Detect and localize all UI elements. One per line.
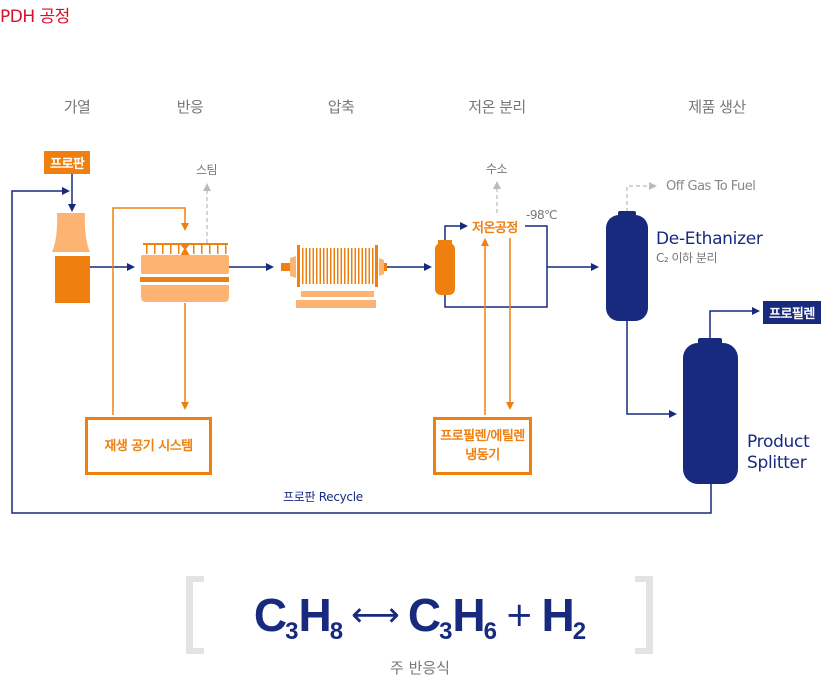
steam-label: 스팀	[196, 163, 218, 177]
reactant-h-count: 8	[329, 618, 344, 645]
product-splitter-label: Product Splitter	[747, 432, 810, 474]
propane-recycle-label: 프로판 Recycle	[283, 490, 363, 504]
regen-loop-in	[112, 207, 189, 415]
reaction-equation: C3H8 ⟷ C3H6 + H2	[0, 585, 840, 645]
cold-process-label: 저온공정	[472, 221, 518, 236]
grey-dashed-lines	[203, 181, 657, 243]
reactant-c: C	[253, 589, 287, 641]
reactant-c-count: 3	[285, 618, 299, 645]
product-propylene: C3H6	[407, 588, 498, 645]
heater-icon	[52, 213, 90, 303]
product-hydrogen: H2	[541, 588, 587, 645]
deethanizer-to-splitter	[626, 320, 677, 418]
reactor-icon	[140, 243, 229, 302]
product2-h-count: 2	[572, 618, 587, 645]
compressor-icon	[281, 245, 387, 308]
drum-to-cold	[444, 222, 468, 245]
stage-cryogenic-separation: 저온 분리	[468, 98, 526, 116]
product1-h-count: 6	[483, 618, 498, 645]
flash-drum-icon	[435, 240, 455, 295]
stage-compression: 압축	[327, 98, 355, 116]
regen-air-system-label: 재생 공기 시스템	[104, 438, 193, 454]
reaction-caption: 주 반응식	[390, 659, 450, 677]
stage-heating: 가열	[63, 98, 91, 116]
splitter-label-line2: Splitter	[747, 453, 807, 473]
product-splitter-icon	[683, 338, 738, 484]
splitter-label-line1: Product	[747, 432, 810, 452]
plus-sign: +	[505, 595, 534, 635]
de-ethanizer-label: De-Ethanizer	[656, 229, 763, 249]
off-gas-label: Off Gas To Fuel	[666, 179, 756, 194]
de-ethanizer-icon	[606, 211, 648, 321]
temperature-label: -98℃	[526, 208, 558, 222]
orange-flow-lines	[112, 207, 514, 415]
stage-product: 제품 생산	[688, 98, 746, 116]
product2-h: H	[541, 589, 575, 641]
de-ethanizer-sublabel: C₂ 이하 분리	[656, 251, 717, 265]
propylene-product-tag: 프로필렌	[763, 301, 821, 324]
splitter-to-product	[709, 307, 760, 340]
product1-h: H	[452, 589, 485, 641]
page-title: PDH 공정	[0, 7, 70, 27]
reactant-propane: C3H8	[253, 588, 344, 645]
reactant-h: H	[298, 589, 331, 641]
reaction-brackets	[186, 576, 653, 654]
product1-c: C	[407, 589, 441, 641]
refrigeration-box: 프로필렌/에틸렌 냉동기	[433, 417, 532, 475]
refrig-label-line1: 프로필렌/에틸렌	[440, 429, 525, 444]
recycle-line	[11, 187, 712, 514]
navy-flow-lines	[11, 172, 760, 514]
product1-c-count: 3	[439, 618, 453, 645]
regen-air-system-box: 재생 공기 시스템	[85, 417, 212, 475]
hydrogen-label: 수소	[486, 162, 508, 176]
cold-loop	[444, 225, 548, 308]
equilibrium-arrow-icon: ⟷	[351, 595, 400, 635]
stage-reaction: 반응	[176, 98, 204, 116]
off-gas-vent	[626, 182, 657, 212]
refrig-label-line2: 냉동기	[465, 448, 500, 463]
propane-feed-tag: 프로판	[44, 151, 91, 174]
